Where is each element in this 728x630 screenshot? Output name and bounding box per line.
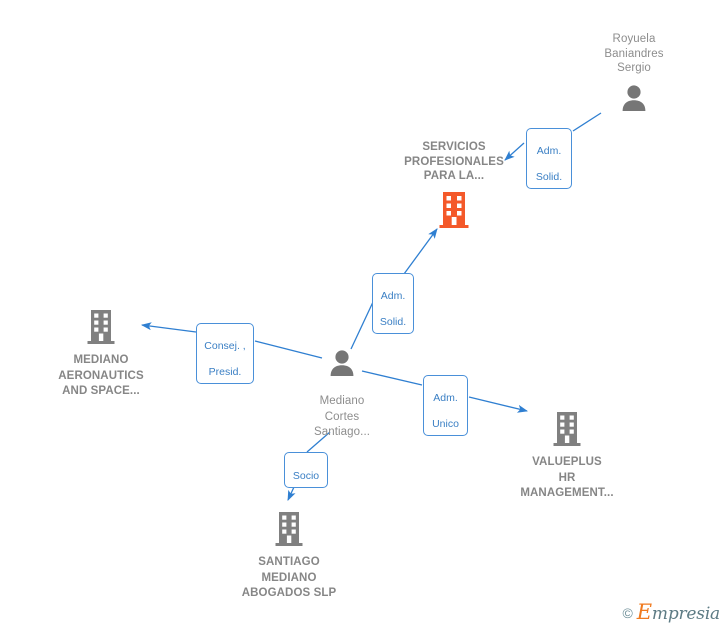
copyright-icon: © [622,604,633,621]
brand-rest: mpresia [651,604,720,624]
empresia-watermark: © Empresia [622,602,720,623]
building-icon [36,308,166,352]
relation-line: Adm. [536,145,562,157]
node-label-line: VALUEPLUS [532,456,602,468]
node-label-line: PARA LA... [423,170,485,182]
node-label-line: Royuela [612,33,656,45]
node-label-line: MANAGEMENT... [520,487,614,499]
node-label-line: SANTIAGO [258,556,320,568]
node-label-line: HR [558,471,576,484]
relation-label-mediano-aero[interactable]: Consej. , Presid. [196,323,254,384]
node-label-line: ABOGADOS SLP [241,587,337,599]
node-label-line: SERVICIOS [422,141,486,153]
building-icon [374,186,534,230]
relation-line: Adm. [380,290,406,302]
node-label-line: Cortes [324,410,360,423]
node-valueplus-hr-management[interactable]: VALUEPLUS HR MANAGEMENT... [502,410,632,501]
node-label-line: Baniandres [604,47,664,60]
relation-label-mediano-abogados[interactable]: Socio [284,452,328,488]
relation-label-mediano-valueplus[interactable]: Adm. Unico [423,375,468,436]
node-label-line: AND SPACE... [62,385,140,397]
node-royuela-baniandres-sergio[interactable]: Royuela Baniandres Sergio [574,32,694,122]
node-label-line: AERONAUTICS [58,369,144,382]
node-label-line: Santiago... [313,426,371,438]
relation-line: Consej. , [204,340,246,352]
relation-label-mediano-servicios[interactable]: Adm. Solid. [372,273,414,334]
node-label-line: PROFESIONALES [404,155,504,168]
building-icon [219,510,359,554]
relation-line: Adm. [433,392,458,404]
relation-line: Solid. [379,316,407,328]
building-icon [502,410,632,454]
node-mediano-cortes-santiago[interactable]: Mediano Cortes Santiago... [282,349,402,440]
relation-line: Unico [432,418,459,430]
node-label-line: Sergio [617,62,651,74]
person-icon [574,78,694,122]
brand-wordmark: Empresia [637,602,720,623]
relation-label-royuela-servicios[interactable]: Adm. Solid. [526,128,572,189]
node-label-line: MEDIANO [73,354,129,366]
brand-initial: E [636,600,652,624]
relation-line: Presid. [208,366,242,378]
node-label-line: Mediano [319,395,365,407]
node-santiago-mediano-abogados-slp[interactable]: SANTIAGO MEDIANO ABOGADOS SLP [219,510,359,601]
node-label-line: MEDIANO [261,571,317,584]
node-mediano-aeronautics-and-space[interactable]: MEDIANO AERONAUTICS AND SPACE... [36,308,166,399]
relation-line: Solid. [535,171,563,183]
person-icon [282,349,402,393]
node-servicios-profesionales[interactable]: SERVICIOS PROFESIONALES PARA LA... [374,140,534,230]
relation-line: Socio [292,470,320,482]
